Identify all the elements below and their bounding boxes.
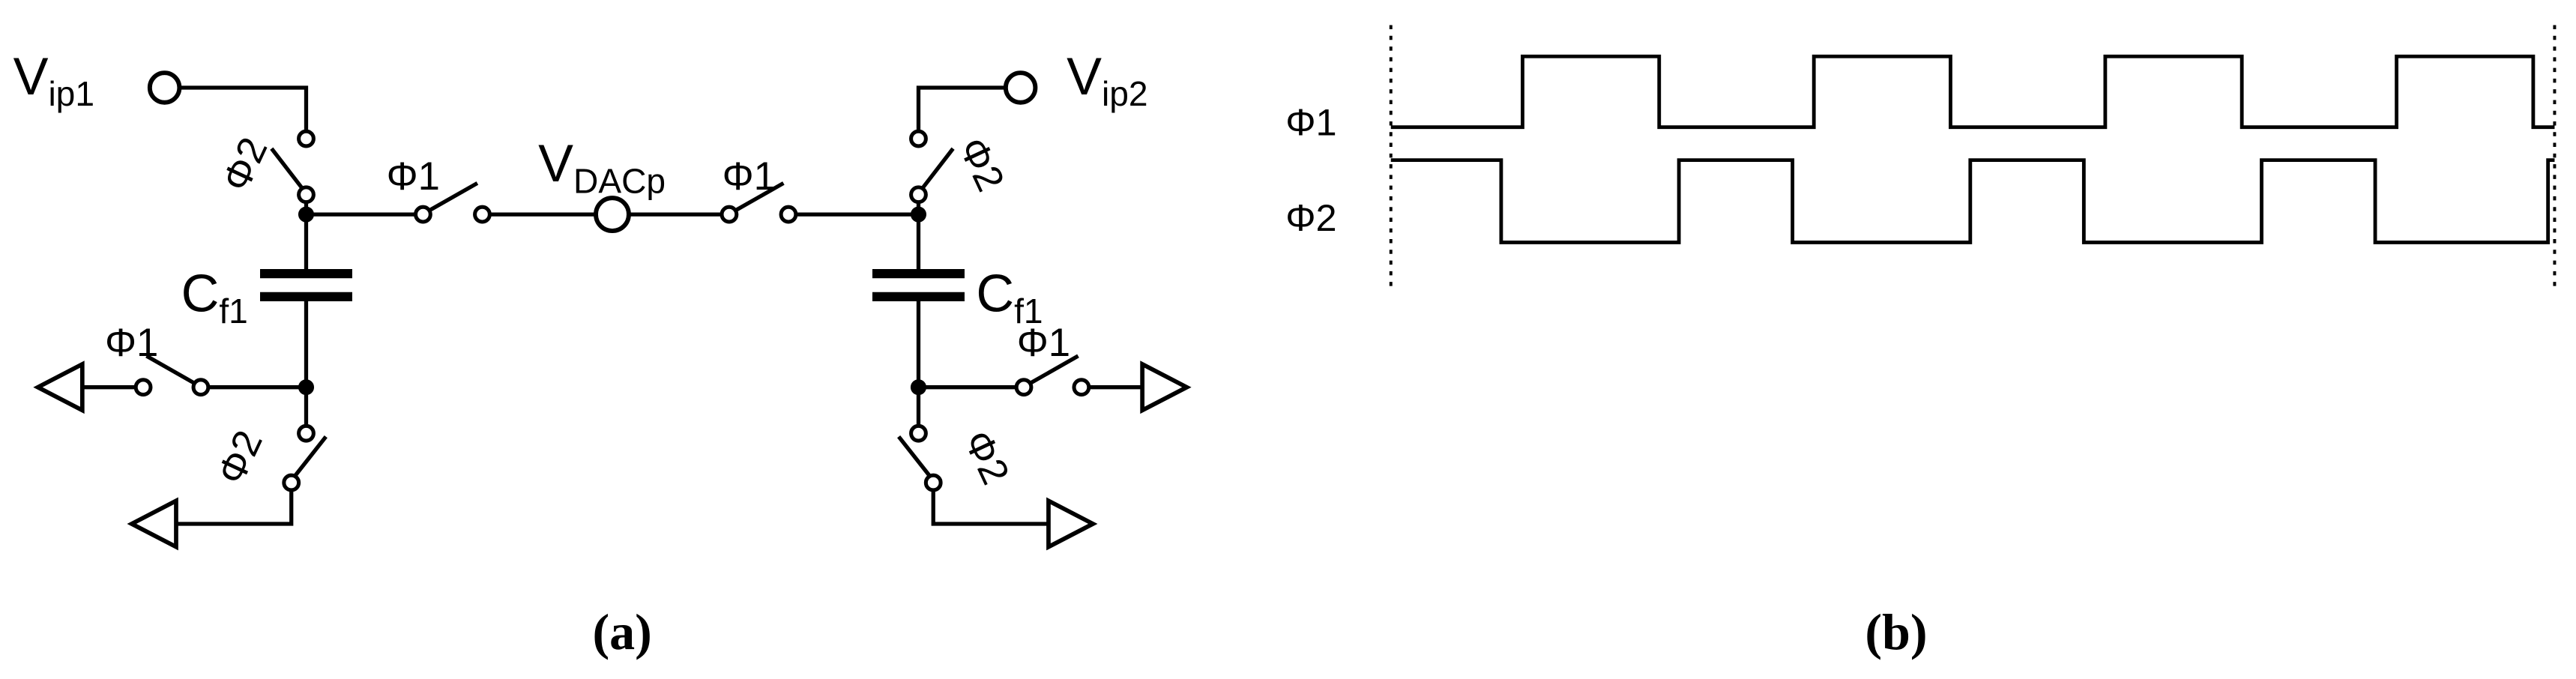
- wire: [931, 489, 1049, 526]
- timing-phi1-label: Φ1: [1285, 101, 1336, 144]
- switch-phi1-middle-left: [414, 181, 492, 224]
- vip2-terminal: [1003, 70, 1038, 105]
- cf1-main: C: [976, 264, 1014, 323]
- switch-arm: [1029, 354, 1079, 385]
- switch-arm: [735, 181, 785, 212]
- switch-phi2-upper-left: [270, 129, 316, 205]
- cf1-sub: f1: [1014, 292, 1043, 331]
- junction-node: [910, 379, 927, 396]
- switch-contact: [720, 205, 739, 224]
- circuit-diagram-a: Vip1 Vip2 VDACp Cf1 Cf1 Φ2 Φ2 Φ1 Φ1 Φ1 Φ…: [13, 46, 1192, 660]
- switch-phi1-bottom-left: [133, 354, 211, 397]
- vip1-terminal: [147, 70, 182, 105]
- arrow-terminal-upper-right: [1140, 360, 1192, 414]
- capacitor-cf1-right: [872, 269, 965, 302]
- switch-contact: [1014, 378, 1034, 397]
- vdacp-label: VDACp: [538, 133, 666, 200]
- switch-contact: [779, 205, 798, 224]
- switch-contact: [414, 205, 432, 224]
- switch-contact: [297, 185, 316, 205]
- switch-arm: [428, 181, 479, 212]
- phi1-waveform: [1390, 54, 2555, 130]
- phi2-label-upper-left: Φ2: [214, 131, 277, 199]
- switch-contact: [133, 378, 153, 397]
- switch-contact: [297, 423, 316, 443]
- switch-contact: [909, 423, 928, 443]
- switch-contact: [191, 378, 211, 397]
- switch-contact: [282, 473, 301, 492]
- switch-contact: [909, 129, 928, 148]
- phi1-label-middle-right: Φ1: [723, 154, 776, 199]
- phi1-label-bottom-left: Φ1: [105, 321, 158, 365]
- switch-arm: [294, 435, 328, 477]
- switch-phi1-middle-right: [720, 181, 798, 224]
- switch-phi1-bottom-right: [1014, 354, 1091, 397]
- switch-contact: [297, 129, 316, 148]
- switch-contact: [1072, 378, 1091, 397]
- vdacp-terminal: [594, 196, 631, 234]
- cf1-left-label: Cf1: [181, 264, 248, 331]
- junction-node: [298, 379, 315, 396]
- switch-arm: [920, 147, 955, 190]
- phi2-label-bottom-left: Φ2: [208, 424, 271, 492]
- junction-node: [910, 206, 927, 223]
- caption-b: (b): [1865, 603, 1927, 660]
- capacitor-cf1-left: [259, 269, 352, 302]
- wire: [179, 85, 309, 132]
- vip1-main: V: [13, 46, 49, 106]
- arrow-terminal-lower-right: [1046, 497, 1098, 551]
- cf1-sub: f1: [219, 292, 247, 331]
- switch-arm: [897, 435, 931, 477]
- vdacp-sub: DACp: [573, 162, 666, 201]
- vip2-main: V: [1067, 46, 1102, 106]
- arrow-terminal-upper-left: [33, 360, 85, 414]
- circuit-wires: [82, 85, 1143, 526]
- phi2-label-upper-right: Φ2: [950, 131, 1013, 199]
- vip2-sub: ip2: [1102, 74, 1148, 113]
- switch-contact: [473, 205, 492, 224]
- switch-arm: [270, 147, 304, 190]
- switch-phi2-upper-right: [909, 129, 955, 205]
- switch-phi2-bottom-right: [897, 423, 943, 492]
- switch-arm: [145, 354, 196, 385]
- phi1-label-bottom-right: Φ1: [1017, 321, 1070, 365]
- switch-phi2-bottom-left: [282, 423, 328, 492]
- switch-contact: [909, 185, 928, 205]
- junction-node: [298, 206, 315, 223]
- caption-a: (a): [592, 603, 651, 660]
- wire: [916, 85, 1006, 132]
- arrow-terminal-lower-left: [127, 497, 178, 551]
- wire: [175, 489, 294, 526]
- switch-contact: [923, 473, 943, 492]
- phi1-label-middle-left: Φ1: [387, 154, 440, 199]
- vip1-sub: ip1: [48, 74, 94, 113]
- vdacp-main: V: [538, 133, 573, 193]
- phi2-waveform: [1390, 158, 2555, 244]
- cf1-main: C: [181, 264, 220, 323]
- cf1-right-label: Cf1: [976, 264, 1043, 331]
- timing-phi2-label: Φ2: [1285, 196, 1336, 239]
- timing-diagram-b: Φ1 Φ2 (b): [1285, 25, 2557, 660]
- vip2-label: Vip2: [1067, 46, 1147, 113]
- vip1-label: Vip1: [13, 46, 94, 113]
- phi2-label-bottom-right: Φ2: [955, 424, 1018, 492]
